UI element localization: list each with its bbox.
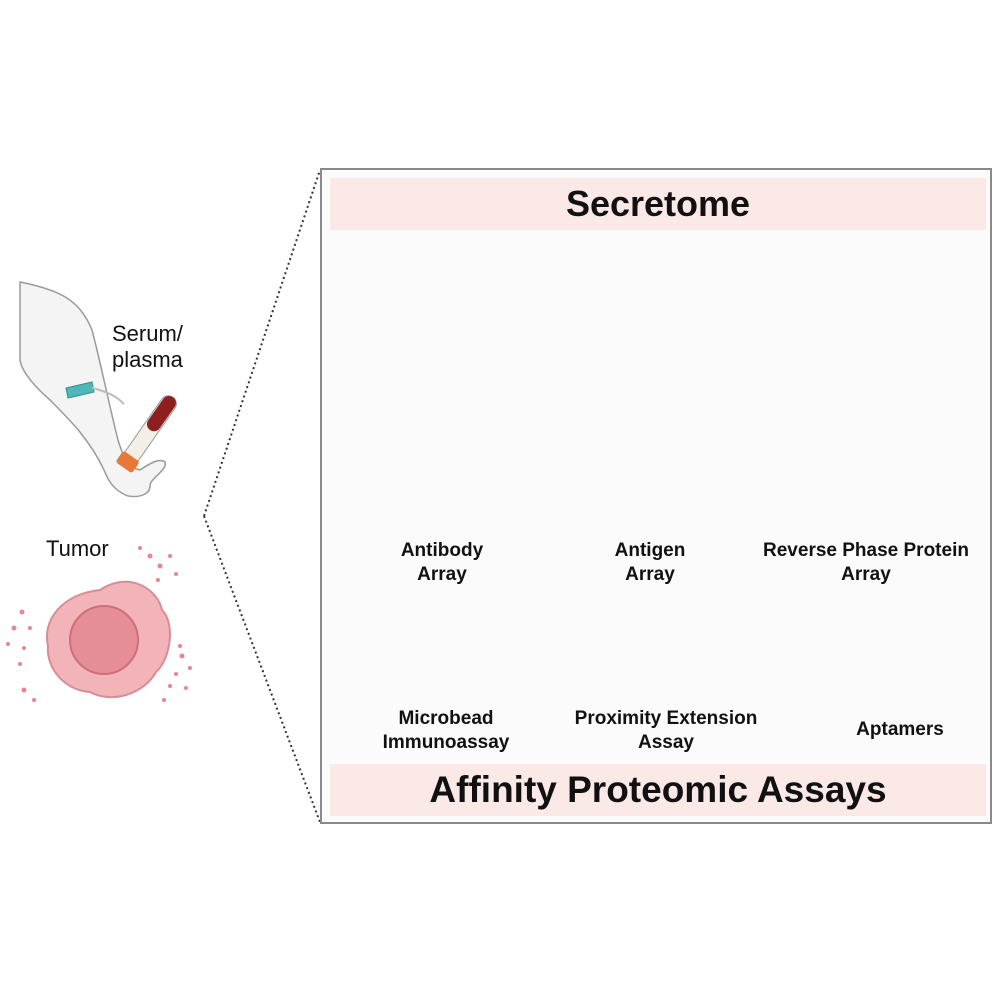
- antigen-array-label: Antigen Array: [614, 540, 686, 585]
- secreted-dots: [6, 546, 192, 702]
- aptamers-label: Aptamers: [856, 719, 944, 740]
- serum-plasma-label: Serum/ plasma: [112, 321, 183, 372]
- tumor-label: Tumor: [46, 536, 109, 561]
- antibody-array-label: Antibody Array: [400, 540, 484, 585]
- tourniquet-icon: [65, 381, 95, 399]
- arm-illustration: [19, 281, 177, 498]
- microbead-label: Microbead Immunoassay: [382, 708, 510, 753]
- blood-tube-icon: [116, 395, 177, 473]
- tumor-icon: [6, 546, 192, 702]
- rppa-label: Reverse Phase Protein Array: [763, 540, 969, 585]
- panel-title: Secretome: [330, 178, 986, 230]
- panel-footer-title: Affinity Proteomic Assays: [330, 764, 986, 816]
- zoom-lines: [203, 169, 321, 823]
- secretome-panel: [320, 168, 992, 824]
- pea-label: Proximity Extension Assay: [574, 708, 758, 753]
